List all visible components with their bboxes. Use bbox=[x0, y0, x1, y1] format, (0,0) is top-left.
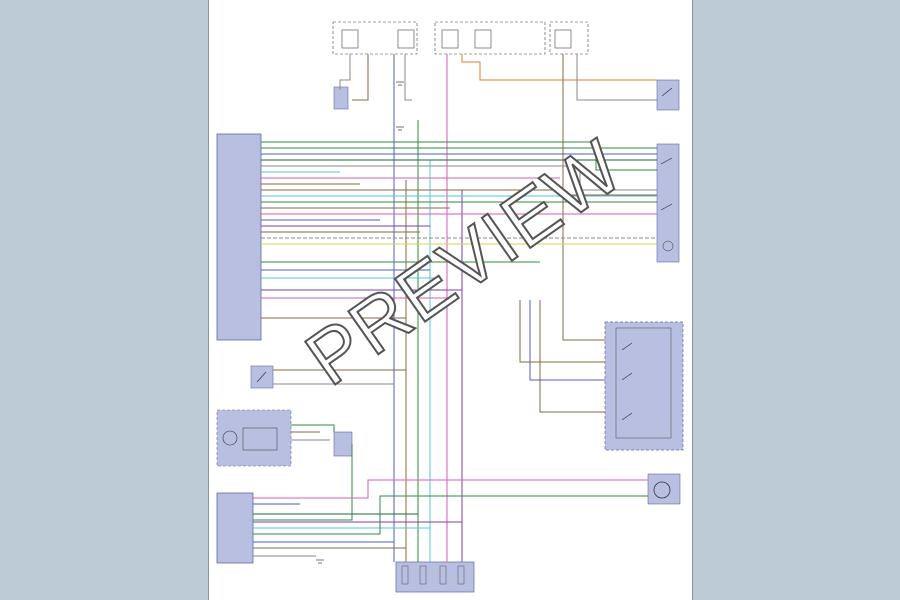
stop-lamp-switch bbox=[656, 79, 680, 111]
wires-sensor bbox=[253, 424, 353, 521]
control-module-main bbox=[216, 133, 262, 341]
brake-booster-sensor bbox=[647, 473, 681, 505]
throttle-body bbox=[656, 143, 680, 263]
switch-contact-icon bbox=[256, 87, 673, 421]
wires-powertrain bbox=[253, 479, 648, 557]
pressure-sensor-box bbox=[216, 409, 292, 467]
wires-horizontal bbox=[261, 141, 657, 413]
cruise-control-switch bbox=[604, 321, 684, 451]
throttle-motor-icon bbox=[662, 240, 674, 252]
brake-sensor-icon bbox=[653, 481, 671, 499]
wires-vertical bbox=[339, 54, 657, 562]
switch-small-upper bbox=[333, 86, 349, 110]
fuse-block-right bbox=[549, 21, 589, 55]
sensor-symbol-icon bbox=[222, 430, 238, 446]
bottom-connector bbox=[395, 561, 475, 593]
fuse-block-middle bbox=[434, 21, 546, 55]
fuse-block-left bbox=[332, 21, 418, 55]
connector-pins bbox=[401, 565, 465, 585]
powertrain-module bbox=[216, 492, 254, 564]
relay-middle bbox=[333, 431, 353, 457]
clutch-switch-box bbox=[250, 365, 274, 389]
ground-icon bbox=[316, 81, 404, 564]
